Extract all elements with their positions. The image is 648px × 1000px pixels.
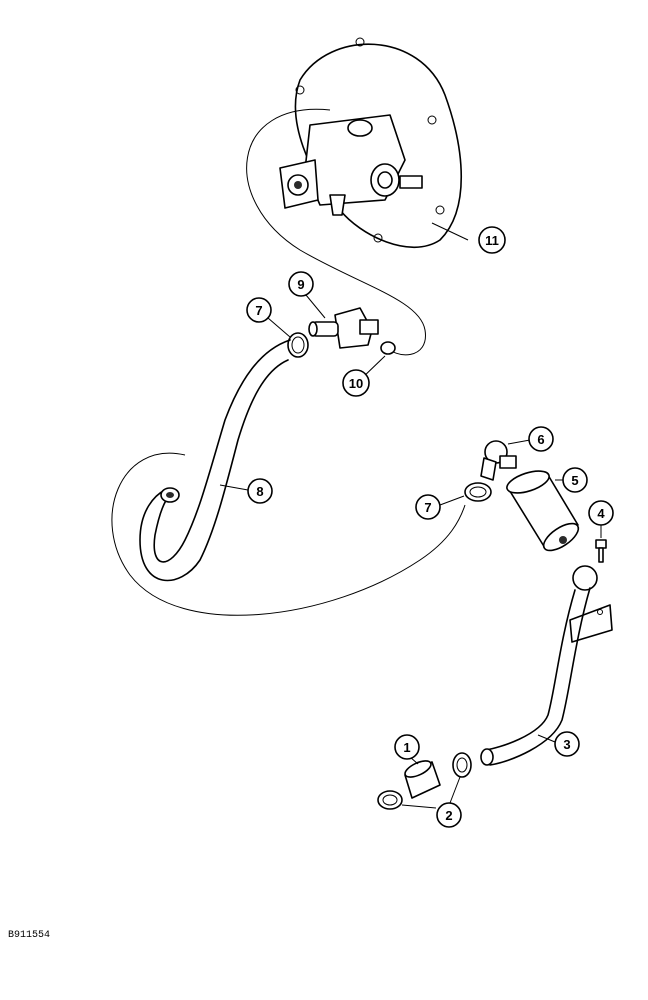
svg-text:10: 10 [349,376,363,391]
callout-2: 2 [436,802,462,828]
leader-line-6 [507,439,531,445]
mounting-bolt [595,539,607,563]
leader-line-7b [439,495,465,506]
inline-filter [506,470,580,552]
callout-5: 5 [562,467,588,493]
o-ring [380,341,396,355]
hose-clamp-2a [452,752,472,778]
callout-3: 3 [554,731,580,757]
svg-text:7: 7 [424,500,431,515]
callout-9: 9 [288,271,314,297]
hydraulic-pump [279,114,423,216]
leader-line-11 [431,222,469,241]
assembly-reference-line [246,108,426,356]
callout-4: 4 [588,500,614,526]
filter-elbow-fitting [480,440,517,481]
svg-text:3: 3 [563,737,570,752]
callout-8: 8 [247,478,273,504]
hose-reference-loop [111,452,466,616]
svg-text:4: 4 [597,506,605,521]
leader-line-8 [219,484,249,491]
hose-clamp-2b [377,790,403,810]
svg-text:8: 8 [256,484,263,499]
leader-line-3 [537,734,556,743]
mounting-bracket [569,604,613,643]
svg-text:2: 2 [445,808,452,823]
elbow-fitting [308,307,379,349]
svg-text:6: 6 [537,432,544,447]
callout-11: 11 [478,226,506,254]
svg-text:7: 7 [255,303,262,318]
leader-line-2b [401,804,437,809]
callout-1: 1 [394,734,420,760]
return-tube [480,565,598,766]
svg-text:1: 1 [403,740,410,755]
svg-text:11: 11 [485,233,499,248]
leader-line-7a [267,317,291,338]
callout-7-lower: 7 [415,494,441,520]
hose-clamp-lower [464,482,492,502]
suction-hose [139,339,291,582]
hose-clamp-upper [287,332,309,358]
svg-text:5: 5 [571,473,578,488]
callout-7-upper: 7 [246,297,272,323]
svg-text:9: 9 [297,277,304,292]
leader-line-9 [305,294,326,319]
leader-line-2a [449,776,461,804]
drawing-id-label: B911554 [8,930,51,941]
callout-10: 10 [342,369,370,397]
callout-6: 6 [528,426,554,452]
hose-sleeve [404,760,441,799]
